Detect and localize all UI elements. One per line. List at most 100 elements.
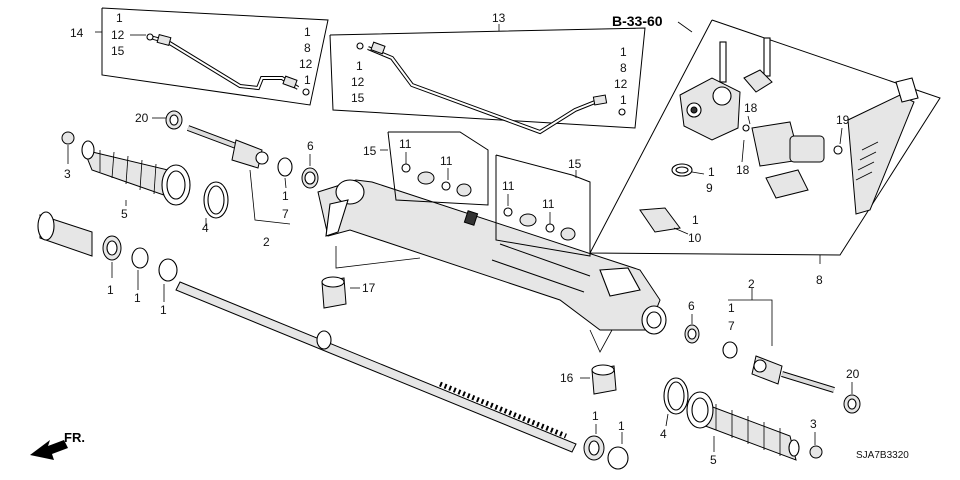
callout-9: 9 [706, 181, 713, 195]
callout-14-15: 15 [111, 44, 125, 58]
washer-14-left [146, 33, 154, 41]
callout-11-c: 11 [502, 179, 515, 193]
callout-13-r8: 8 [620, 61, 627, 75]
washer-7-left [277, 157, 293, 177]
ring-1-left-a [131, 247, 149, 269]
reference-label: B-33-60 [612, 13, 663, 29]
ring-1-left-b [158, 258, 178, 282]
feed-line-13-group: 13 1 12 15 1 8 12 1 [329, 11, 646, 135]
callout-5-left: 5 [121, 207, 128, 221]
drawing-code: SJA7B3320 [856, 450, 909, 461]
rack-bar: 1 1 [175, 281, 629, 470]
callout-13-r1b: 1 [620, 93, 627, 107]
callout-4-left: 4 [202, 221, 209, 235]
seal-kit-15-a: 15 11 11 [363, 131, 489, 206]
gasket-10 [639, 207, 681, 233]
valve-solenoid [789, 135, 825, 163]
callout-13-12: 12 [351, 75, 365, 89]
callout-17: 17 [362, 281, 376, 295]
tie-rod-2-right [751, 355, 835, 393]
fitting-14-right [282, 75, 298, 89]
callout-1-bot-b: 1 [618, 419, 625, 433]
callout-14-r12: 12 [299, 57, 313, 71]
callout-6-left: 6 [307, 139, 314, 153]
callout-7-left: 7 [282, 207, 289, 221]
callout-1-right-a: 1 [728, 301, 735, 315]
mount-bushing-16: 16 [560, 329, 617, 395]
washer-14-right [302, 88, 310, 96]
rack-housing [317, 179, 667, 335]
callout-4-right: 4 [660, 427, 667, 441]
callout-9-1: 1 [708, 165, 715, 179]
clip-3-left [61, 131, 75, 145]
callout-11-a: 11 [399, 137, 412, 151]
callout-15-a: 15 [363, 144, 377, 158]
callout-14-r8: 8 [304, 41, 311, 55]
washer-13-left [356, 42, 364, 50]
callout-14-r1: 1 [304, 25, 311, 39]
tie-rod-2-left [186, 125, 269, 169]
valve-bracket [743, 69, 773, 93]
callout-19: 19 [836, 113, 850, 127]
callout-16: 16 [560, 371, 574, 385]
callout-18-a: 18 [744, 101, 758, 115]
callout-3-right: 3 [810, 417, 817, 431]
callout-13-r12: 12 [614, 77, 628, 91]
callout-14-1: 1 [116, 11, 123, 25]
feed-line-14-frame [101, 7, 329, 106]
clip-3-right [809, 445, 823, 459]
feed-line-14-group: 14 1 12 15 1 8 12 1 [70, 7, 329, 106]
front-direction-indicator: FR. [30, 430, 85, 460]
callout-7-right: 7 [728, 319, 735, 333]
pinion-shaft [847, 94, 915, 215]
callout-6-right: 6 [688, 299, 695, 313]
callout-10: 10 [688, 231, 702, 245]
bellows-5-left [81, 140, 191, 206]
front-label: FR. [64, 430, 85, 445]
fitting-13-left [370, 41, 386, 55]
valve-body-8-frame [589, 19, 941, 256]
front-arrow-icon [30, 440, 68, 460]
callout-8: 8 [816, 273, 823, 287]
washer-13-right [618, 108, 626, 116]
callout-18-b: 18 [736, 163, 750, 177]
left-components: 20 3 5 4 [37, 110, 319, 317]
callout-1-left-a: 1 [282, 189, 289, 203]
callout-11-d: 11 [542, 197, 555, 211]
seal-kit-15-b-frame [495, 154, 591, 257]
seal-kit-15-b: 15 11 11 [495, 154, 591, 257]
callout-13: 13 [492, 11, 506, 25]
mount-bushing-17: 17 [321, 246, 421, 309]
callout-13-15: 15 [351, 91, 365, 105]
bolt-19 [833, 145, 843, 155]
callout-15-b: 15 [568, 157, 582, 171]
fitting-13-right [592, 94, 608, 106]
callout-5-right: 5 [710, 453, 717, 467]
callout-2-right: 2 [748, 277, 755, 291]
valve-bolt-b [763, 37, 771, 77]
bellows-5-right [686, 391, 800, 461]
callout-1-low-b: 1 [134, 291, 141, 305]
callout-14-r1b: 1 [304, 73, 311, 87]
callout-1-low-a: 1 [107, 283, 114, 297]
fitting-14-left [156, 33, 172, 47]
callout-13-r1: 1 [620, 45, 627, 59]
right-components: 6 1 7 2 20 4 [660, 277, 909, 467]
callout-10-1: 1 [692, 213, 699, 227]
seal-kit-15-a-frame [387, 131, 489, 206]
callout-14-12: 12 [111, 28, 125, 42]
ring-1-bottom [607, 446, 629, 470]
callout-13-1: 1 [356, 59, 363, 73]
feed-line-13-frame [329, 27, 646, 129]
valve-connector [765, 169, 809, 199]
callout-3-left: 3 [64, 167, 71, 181]
callout-11-b: 11 [440, 154, 453, 168]
callout-1-low-c: 1 [160, 303, 167, 317]
callout-20-left: 20 [135, 111, 149, 125]
callout-1-bot-a: 1 [592, 409, 599, 423]
washer-7-right [722, 341, 738, 359]
callout-2-left: 2 [263, 235, 270, 249]
valve-body-8-group: B-33-60 8 18 18 19 1 [589, 13, 941, 287]
callout-20-right: 20 [846, 367, 860, 381]
